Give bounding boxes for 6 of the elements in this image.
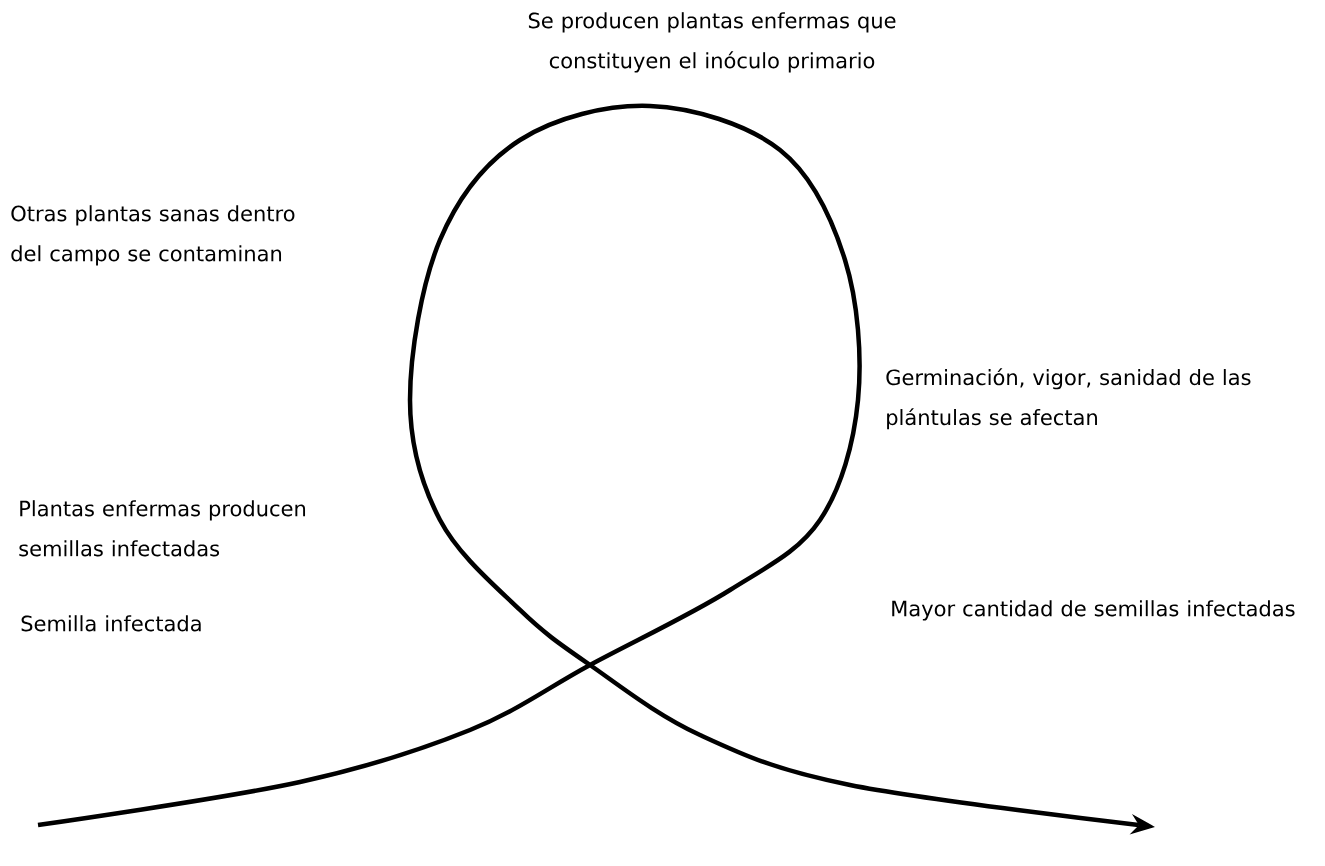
step-label: Germinación, vigor, sanidad de las plántulas se afectan <box>886 368 1251 430</box>
step-label: Mayor cantidad de semillas infectadas <box>892 600 1295 621</box>
step-label: Semilla infectada <box>21 615 201 632</box>
step-label: Otras plantas sanas dentro del campo se contaminan <box>11 205 295 266</box>
step-label: Se producen plantas enfermas que constituyen el inóculo primario <box>528 12 896 73</box>
step-label: Plantas enfermas producen semillas infectadas <box>19 500 305 557</box>
